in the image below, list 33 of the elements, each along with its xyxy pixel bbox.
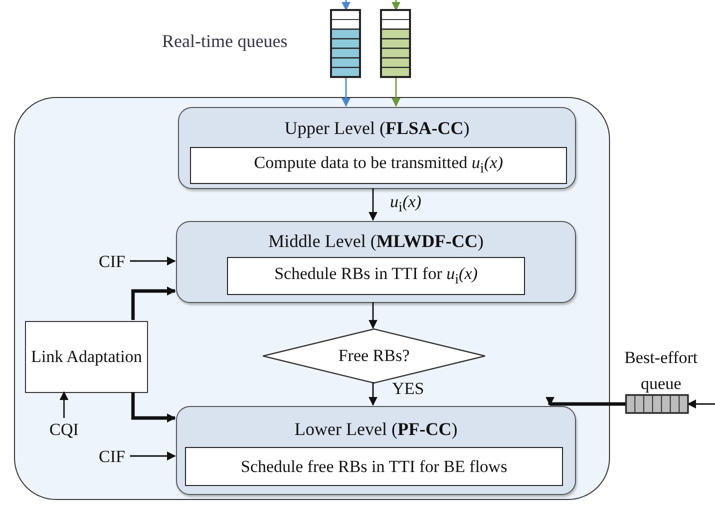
arrow xyxy=(368,382,378,406)
arrow xyxy=(131,286,176,320)
arrow xyxy=(130,256,176,266)
arrow xyxy=(342,0,350,11)
scheduler-panel xyxy=(14,97,610,500)
signal-label: CIF xyxy=(93,446,131,468)
arrow xyxy=(60,391,68,418)
queue-icon xyxy=(381,10,410,77)
arrow xyxy=(687,400,715,408)
process-box: Link Adaptation xyxy=(25,321,148,393)
process-box: Schedule free RBs in TTI for BE flows xyxy=(185,447,563,486)
queue-icon xyxy=(331,10,360,77)
level-box xyxy=(176,406,576,495)
decision-label: Free RBs? xyxy=(337,346,411,366)
queue-label: Best-effort queue xyxy=(623,347,699,396)
arrow xyxy=(368,188,378,221)
arrow xyxy=(368,302,378,329)
arrow xyxy=(392,0,400,11)
level-box xyxy=(176,221,576,303)
arrow xyxy=(131,392,176,422)
signal-label: CIF xyxy=(93,251,131,273)
signal-label: CQI xyxy=(43,419,85,441)
queue-caption: Real-time queues xyxy=(162,31,288,52)
arrow xyxy=(546,396,626,406)
level-title: Upper Level (FLSA-CC) xyxy=(284,118,470,139)
level-box xyxy=(178,107,576,189)
level-title: Lower Level (PF-CC) xyxy=(294,419,458,440)
process-box: Compute data to be transmitted u$_{i}$(x) xyxy=(190,147,567,184)
arrow xyxy=(342,77,350,107)
arrow xyxy=(130,452,176,460)
process-box: Schedule RBs in TTI for u$_{i}$(x) xyxy=(227,257,525,295)
arrow xyxy=(392,77,400,107)
level-title: Middle Level (MLWDF-CC) xyxy=(267,231,485,252)
